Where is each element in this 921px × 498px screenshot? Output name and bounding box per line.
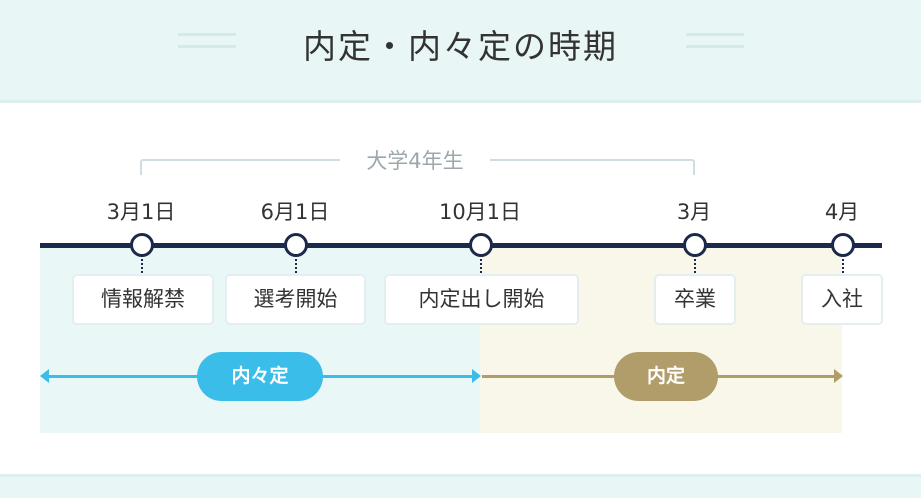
footer-band [0,474,921,498]
page-title: 内定・内々定の時期 [303,27,618,66]
timeline-node [469,233,493,257]
header-band [0,0,921,103]
decor-line [178,45,236,48]
arrow-right-icon [472,369,481,383]
tick [480,259,482,273]
timeline-node [130,233,154,257]
date-label: 10月1日 [438,200,522,224]
tick [295,259,297,273]
decor-line [686,45,744,48]
decor-line [686,33,744,36]
date-label: 4月 [824,200,860,224]
date-label: 6月1日 [260,200,330,224]
tick [842,259,844,273]
event-box: 卒業 [654,274,736,325]
decor-line [178,33,236,36]
naitei-pill: 内定 [614,352,718,401]
timeline-node [284,233,308,257]
tick [694,259,696,273]
timeline-node [831,233,855,257]
date-label: 3月 [676,200,712,224]
event-box: 選考開始 [225,274,366,325]
event-box: 内定出し開始 [384,274,579,325]
timeline-line [40,243,882,248]
event-box: 情報解禁 [72,274,214,325]
year-label: 大学4年生 [340,145,490,175]
date-label: 3月1日 [106,200,176,224]
arrow-left-icon [40,369,49,383]
tick [141,259,143,273]
arrow-right-icon [834,369,843,383]
event-box: 入社 [801,274,883,325]
naynaitei-pill: 内々定 [197,352,323,401]
timeline-node [683,233,707,257]
